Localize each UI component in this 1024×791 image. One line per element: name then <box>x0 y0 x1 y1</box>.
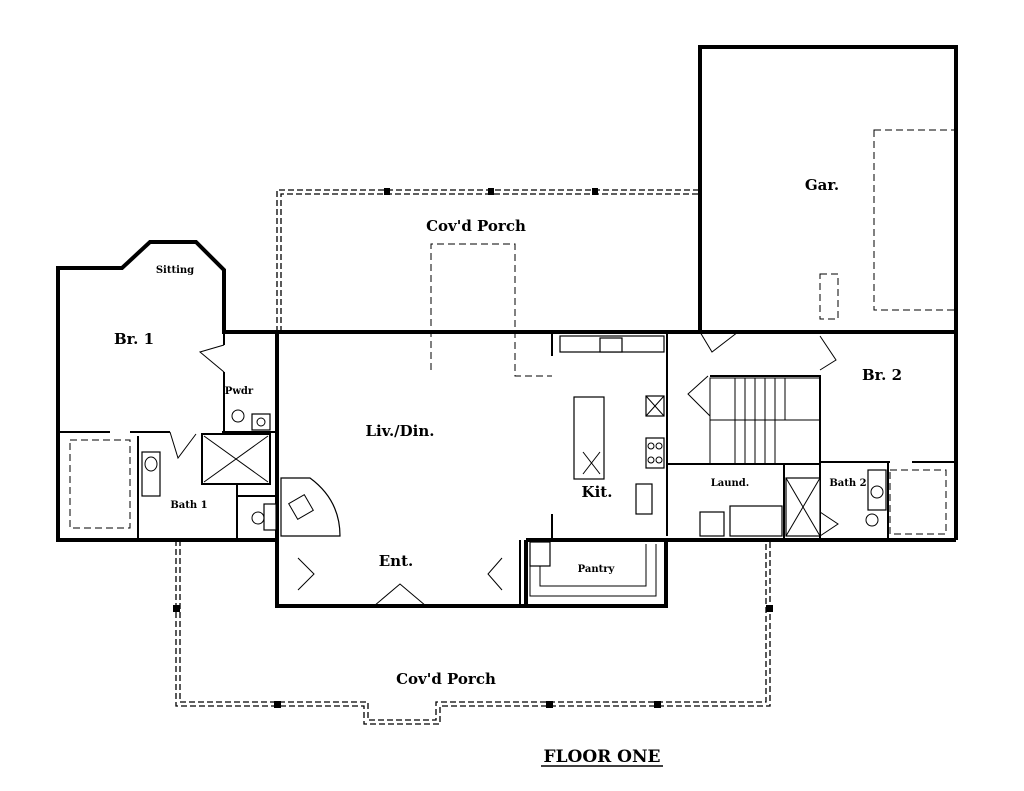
label-br2: Br. 2 <box>862 366 902 384</box>
label-covd-porch-rear: Cov'd Porch <box>426 217 526 235</box>
label-ent: Ent. <box>379 552 414 570</box>
stairs <box>709 377 821 465</box>
label-br1: Br. 1 <box>114 330 154 348</box>
title-text: FLOOR ONE <box>544 747 661 767</box>
exterior-walls <box>56 240 958 608</box>
interior-walls <box>58 332 956 606</box>
doors <box>169 331 839 607</box>
corner-fireplace <box>280 477 341 537</box>
kitchen-fixtures <box>559 335 665 515</box>
pantry-shelves <box>529 541 657 597</box>
label-covd-porch-front: Cov'd Porch <box>396 670 496 688</box>
bath-fixtures <box>141 409 887 537</box>
front-covered-porch <box>173 540 773 725</box>
label-pwdr: Pwdr <box>225 386 254 397</box>
rear-covered-porch <box>276 188 700 377</box>
label-garage: Gar. <box>805 176 839 194</box>
label-liv-din: Liv./Din. <box>366 422 435 440</box>
label-pantry: Pantry <box>578 564 616 575</box>
label-bath1: Bath 1 <box>170 500 207 511</box>
label-sitting: Sitting <box>156 265 194 276</box>
laundry-fixtures <box>699 505 783 537</box>
room-labels: Gar. Cov'd Porch Sitting Br. 1 Pwdr Liv.… <box>114 176 902 688</box>
closets <box>69 439 947 535</box>
label-bath2: Bath 2 <box>829 478 866 489</box>
label-laund: Laund. <box>711 478 750 489</box>
label-kit: Kit. <box>582 483 613 501</box>
plan-title: FLOOR ONE <box>541 747 663 767</box>
